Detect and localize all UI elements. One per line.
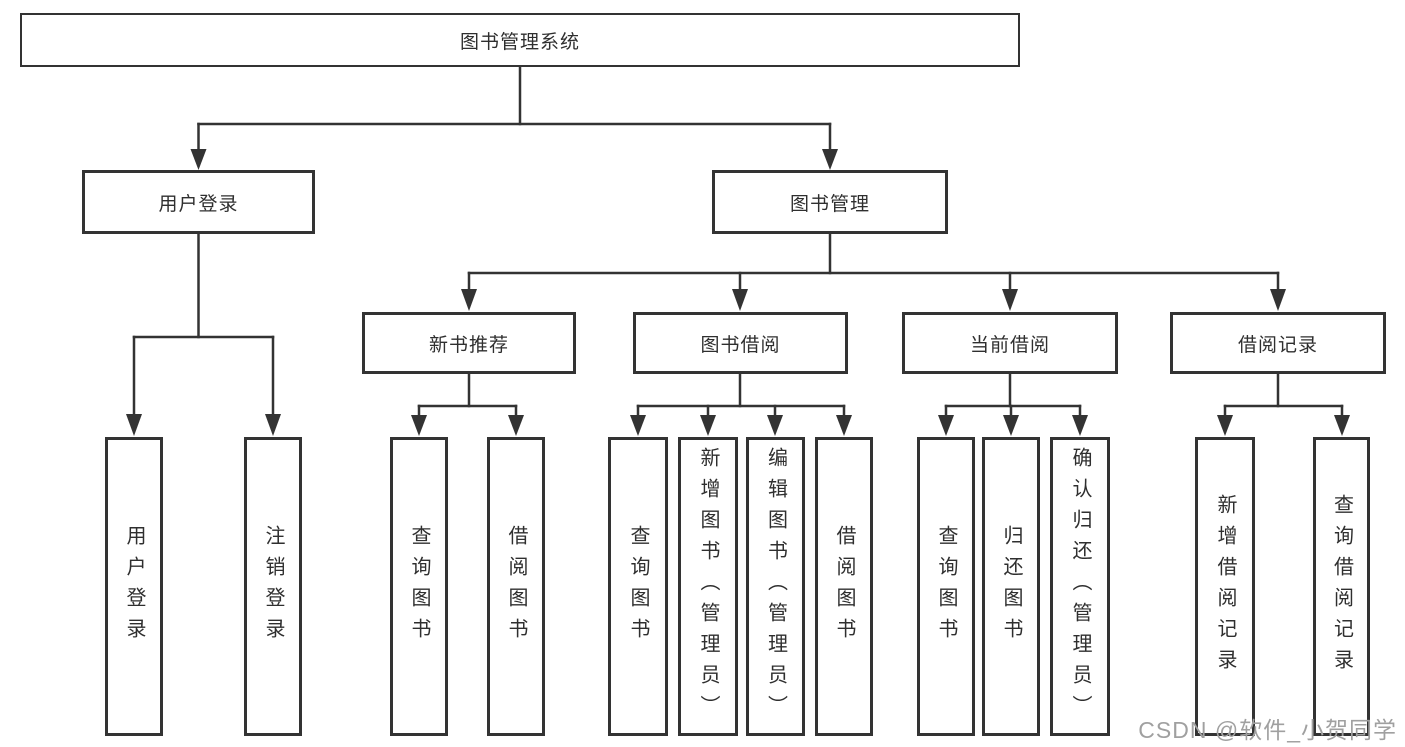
node-borrow-records: 借阅记录 xyxy=(1170,312,1386,374)
leaf-user-login-label: 用户登录 xyxy=(123,524,145,649)
arrow-down-icon xyxy=(126,414,142,436)
connectors-records xyxy=(1217,373,1350,436)
leaf-recommend-query-book: 查询图书 xyxy=(390,437,448,736)
arrow-down-icon xyxy=(1217,415,1233,436)
node-book-management: 图书管理 xyxy=(712,170,948,234)
connectors-borrow xyxy=(630,373,852,436)
node-root: 图书管理系统 xyxy=(20,13,1020,67)
node-user-login-label: 用户登录 xyxy=(158,193,239,215)
leaf-logout-login-label: 注销登录 xyxy=(262,524,284,649)
leaf-borrow-query-book: 查询图书 xyxy=(608,437,668,736)
leaf-borrow-borrow-book-label: 借阅图书 xyxy=(833,524,855,649)
leaf-current-return-book-label: 归还图书 xyxy=(1000,524,1022,649)
leaf-recommend-query-book-label: 查询图书 xyxy=(408,524,430,649)
csdn-watermark: CSDN @软件_小贺同学 xyxy=(1138,717,1397,743)
node-current-borrow-label: 当前借阅 xyxy=(969,334,1050,356)
leaf-recommend-borrow-book-label: 借阅图书 xyxy=(505,524,527,649)
leaf-current-query-book-label: 查询图书 xyxy=(935,524,957,649)
arrow-down-icon xyxy=(190,149,207,170)
arrow-down-icon xyxy=(822,149,838,170)
arrow-down-icon xyxy=(732,289,748,311)
leaf-records-query-record: 查询借阅记录 xyxy=(1313,437,1370,736)
leaf-current-confirm-return-admin-label: 确认归还（管理员） xyxy=(1069,447,1091,726)
arrow-down-icon xyxy=(461,289,477,311)
connectors-root xyxy=(190,65,838,170)
node-book-borrow-label: 图书借阅 xyxy=(700,334,781,356)
node-new-book-recommend: 新书推荐 xyxy=(362,312,576,374)
arrow-down-icon xyxy=(1334,415,1350,436)
arrow-down-icon xyxy=(700,415,716,436)
leaf-recommend-borrow-book: 借阅图书 xyxy=(487,437,545,736)
leaf-current-confirm-return-admin: 确认归还（管理员） xyxy=(1050,437,1110,736)
arrow-down-icon xyxy=(836,415,852,436)
leaf-borrow-add-book-admin-label: 新增图书（管理员） xyxy=(697,447,719,726)
node-root-label: 图书管理系统 xyxy=(459,31,580,53)
leaf-borrow-query-book-label: 查询图书 xyxy=(627,524,649,649)
connectors-recommend xyxy=(411,373,524,436)
arrow-down-icon xyxy=(265,414,281,436)
node-user-login: 用户登录 xyxy=(82,170,315,234)
connectors-mgmt xyxy=(461,233,1286,311)
leaf-records-add-record: 新增借阅记录 xyxy=(1195,437,1255,736)
arrow-down-icon xyxy=(411,415,427,436)
arrow-down-icon xyxy=(767,415,783,436)
connectors-login xyxy=(126,233,281,436)
leaf-records-query-record-label: 查询借阅记录 xyxy=(1330,493,1353,680)
arrow-down-icon xyxy=(630,415,646,436)
node-borrow-records-label: 借阅记录 xyxy=(1237,334,1318,356)
node-book-borrow: 图书借阅 xyxy=(633,312,848,374)
leaf-records-add-record-label: 新增借阅记录 xyxy=(1214,493,1236,680)
leaf-current-return-book: 归还图书 xyxy=(982,437,1040,736)
arrow-down-icon xyxy=(1270,289,1286,311)
arrow-down-icon xyxy=(938,415,954,436)
connectors-current xyxy=(938,373,1088,436)
arrow-down-icon xyxy=(508,415,524,436)
arrow-down-icon xyxy=(1072,415,1088,436)
node-current-borrow: 当前借阅 xyxy=(902,312,1118,374)
leaf-borrow-add-book-admin: 新增图书（管理员） xyxy=(678,437,738,736)
leaf-borrow-borrow-book: 借阅图书 xyxy=(815,437,873,736)
leaf-current-query-book: 查询图书 xyxy=(917,437,975,736)
leaf-user-login: 用户登录 xyxy=(105,437,163,736)
leaf-logout-login: 注销登录 xyxy=(244,437,302,736)
leaf-borrow-edit-book-admin: 编辑图书（管理员） xyxy=(746,437,805,736)
node-new-book-recommend-label: 新书推荐 xyxy=(428,334,509,356)
arrow-down-icon xyxy=(1003,415,1019,436)
leaf-borrow-edit-book-admin-label: 编辑图书（管理员） xyxy=(764,447,787,726)
node-book-management-label: 图书管理 xyxy=(789,193,870,215)
arrow-down-icon xyxy=(1002,289,1018,311)
